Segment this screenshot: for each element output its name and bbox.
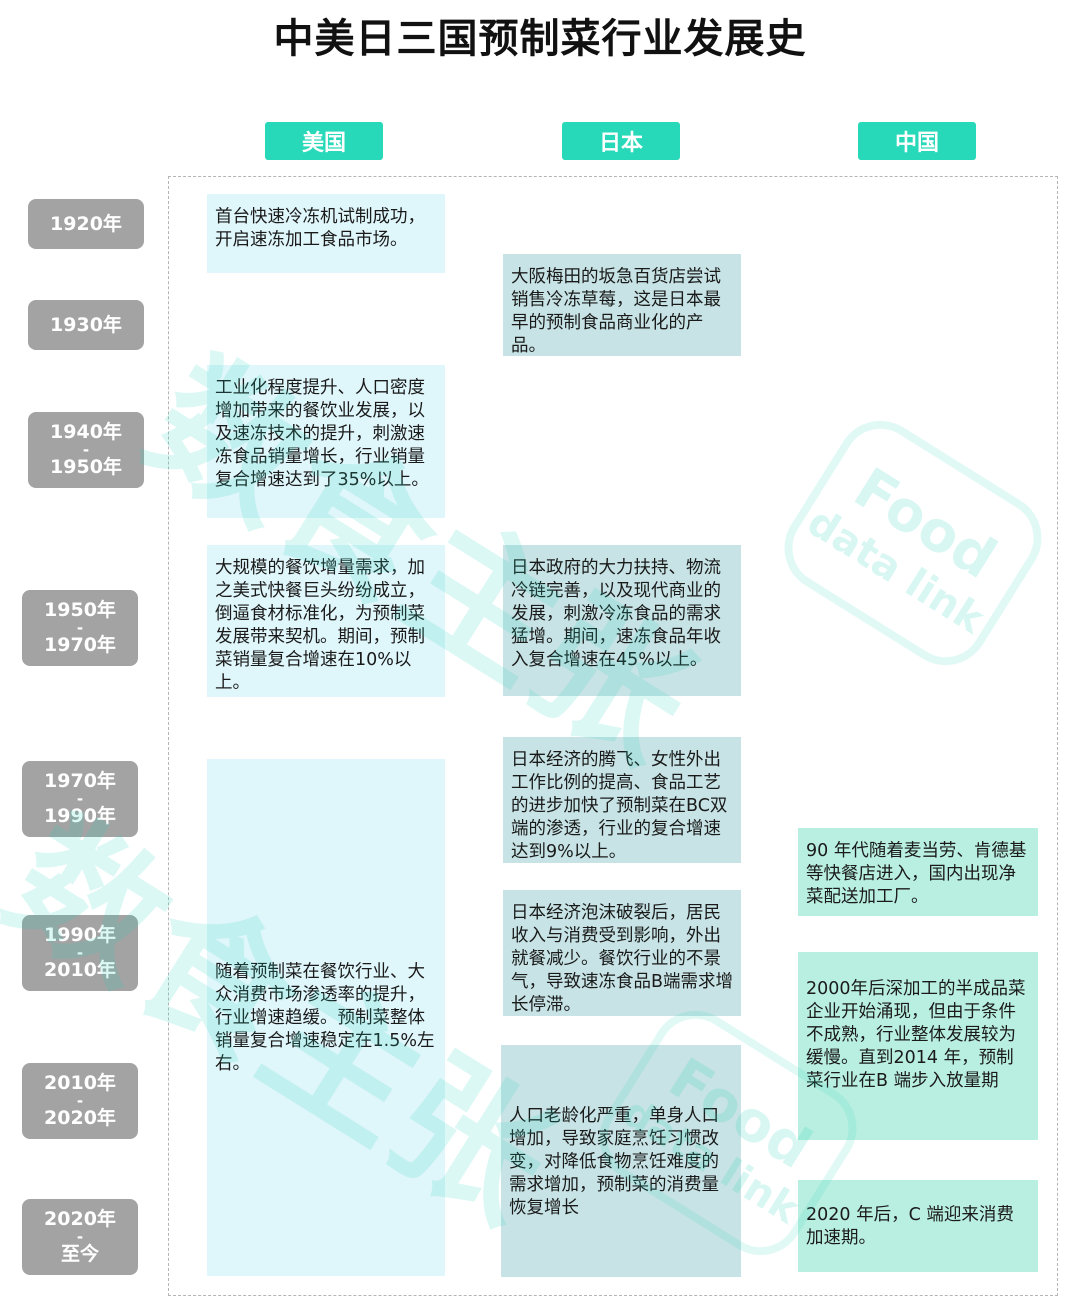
year-label: 1920年 <box>50 212 122 235</box>
year-end: 1970年 <box>44 634 116 656</box>
year-badge-1970-1990: 1970年 - 1990年 <box>22 761 138 837</box>
year-end: 1990年 <box>44 805 116 827</box>
page-title: 中美日三国预制菜行业发展史 <box>273 16 807 62</box>
jp-event-2010-present: 人口老龄化严重，单身人口增加，导致家庭烹饪习惯改变，对降低食物烹饪难度的需求增加… <box>501 1045 741 1277</box>
year-badge-2020-present: 2020年 - 至今 <box>22 1199 138 1275</box>
us-event-1950-1970: 大规模的餐饮增量需求，加之美式快餐巨头纷纷成立，倒逼食材标准化，为预制菜发展带来… <box>207 545 445 697</box>
year-end: 1950年 <box>50 456 122 478</box>
year-badge-1920: 1920年 <box>28 199 144 249</box>
year-badge-1930: 1930年 <box>28 300 144 350</box>
year-dash: - <box>76 944 84 962</box>
column-header-china: 中国 <box>858 122 976 160</box>
us-event-1940-1950: 工业化程度提升、人口密度增加带来的餐饮业发展，以及速冻技术的提升，刺激速冻食品销… <box>207 365 445 518</box>
year-start: 1970年 <box>44 770 116 792</box>
year-start: 1940年 <box>50 421 122 443</box>
year-label: 1930年 <box>50 313 122 336</box>
jp-event-1930: 大阪梅田的坂急百货店尝试销售冷冻草莓，这是日本最早的预制食品商业化的产品。 <box>503 254 741 356</box>
year-badge-1950-1970: 1950年 - 1970年 <box>22 590 138 666</box>
timeline-frame <box>168 176 1058 1296</box>
jp-event-1970-1990: 日本经济的腾飞、女性外出工作比例的提高、食品工艺的进步加快了预制菜在BC双端的渗… <box>503 737 741 863</box>
column-header-us: 美国 <box>265 122 383 160</box>
us-event-1920: 首台快速冷冻机试制成功，开启速冻加工食品市场。 <box>207 194 445 273</box>
year-start: 2020年 <box>44 1208 116 1230</box>
jp-event-1990-2010: 日本经济泡沫破裂后，居民收入与消费受到影响，外出就餐减少。餐饮行业的不景气，导致… <box>503 890 741 1016</box>
year-dash: - <box>76 619 84 637</box>
cn-event-2020-present: 2020 年后，C 端迎来消费加速期。 <box>798 1180 1038 1272</box>
year-badge-2010-2020: 2010年 - 2020年 <box>22 1063 138 1139</box>
year-start: 1950年 <box>44 599 116 621</box>
cn-event-1990s: 90 年代随着麦当劳、肯德基等快餐店进入，国内出现净菜配送加工厂。 <box>798 828 1038 916</box>
year-end: 至今 <box>60 1243 99 1265</box>
year-start: 2010年 <box>44 1072 116 1094</box>
year-start: 1990年 <box>44 924 116 946</box>
year-dash: - <box>82 441 90 459</box>
column-header-japan: 日本 <box>562 122 680 160</box>
cn-event-2000s: 2000年后深加工的半成品菜企业开始涌现，但由于条件不成熟，行业整体发展较为缓慢… <box>798 952 1038 1140</box>
year-end: 2020年 <box>44 1107 116 1129</box>
year-badge-1990-2010: 1990年 - 2010年 <box>22 915 138 991</box>
year-dash: - <box>76 790 84 808</box>
year-dash: - <box>76 1092 84 1110</box>
year-end: 2010年 <box>44 959 116 981</box>
jp-event-1950-1970: 日本政府的大力扶持、物流冷链完善，以及现代商业的发展，刺激冷冻食品的需求猛增。期… <box>503 545 741 696</box>
us-event-1970-present: 随着预制菜在餐饮行业、大众消费市场渗透率的提升，行业增速趋缓。预制菜整体销量复合… <box>207 759 445 1276</box>
year-badge-1940-1950: 1940年 - 1950年 <box>28 412 144 488</box>
year-dash: - <box>76 1228 84 1246</box>
